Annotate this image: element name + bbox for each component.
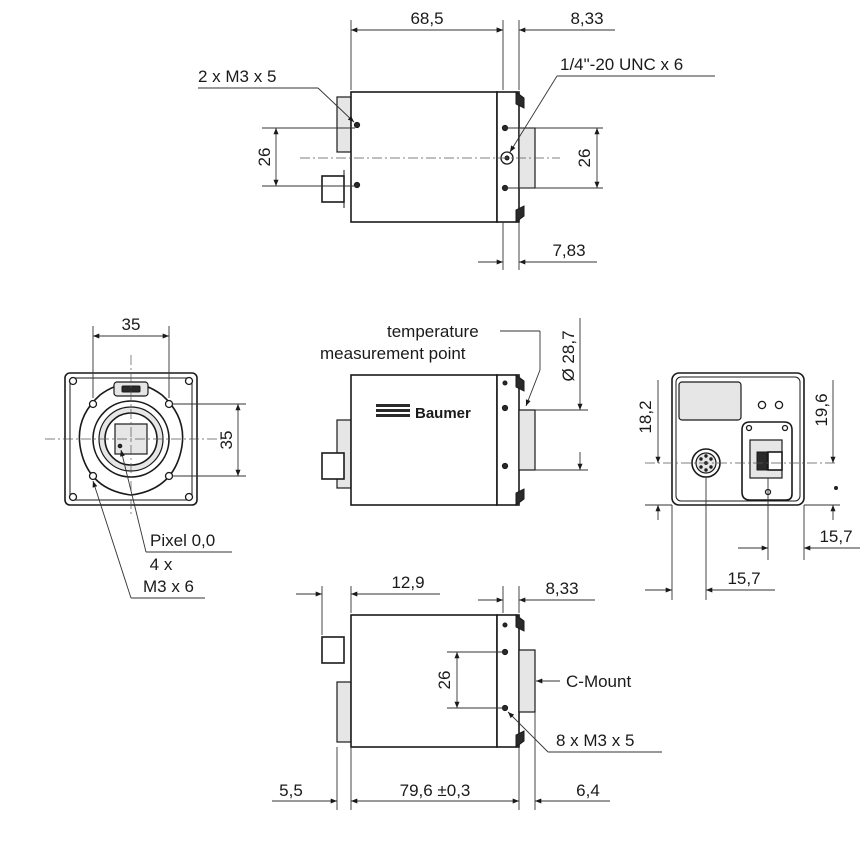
dim-top-rear-offset: 8,33 bbox=[570, 9, 603, 28]
front-view-hole bbox=[68, 376, 78, 386]
label-front-holes-count: 4 x bbox=[150, 555, 173, 574]
top-view: 68,5 8,33 2 x M3 x 5 1/4"-20 UNC x 6 26 … bbox=[198, 9, 715, 270]
status-led-icon bbox=[774, 400, 784, 410]
label-pixel-origin: Pixel 0,0 bbox=[150, 531, 215, 550]
bottom-view-lens-mount bbox=[518, 649, 536, 713]
label-top-mount-holes: 2 x M3 x 5 bbox=[198, 67, 276, 86]
front-view: 35 35 Pixel 0,0 4 x M3 x 6 bbox=[45, 315, 246, 599]
dim-top-front-offset: 7,83 bbox=[552, 241, 585, 260]
dim-bottom-lens-offset: 6,4 bbox=[576, 781, 600, 800]
top-view-hole bbox=[353, 121, 361, 129]
side-view-front-plate bbox=[496, 374, 520, 506]
dim-bottom-length: 79,6 ±0,3 bbox=[400, 781, 471, 800]
front-view-hole bbox=[184, 492, 194, 502]
dim-rear-height-1: 18,2 bbox=[636, 400, 655, 433]
dim-front-width: 35 bbox=[122, 315, 141, 334]
bottom-view-housing bbox=[350, 614, 498, 748]
dim-rear-height-2: 19,6 bbox=[812, 393, 831, 426]
dim-bottom-left-overhang: 5,5 bbox=[279, 781, 303, 800]
bottom-view-front-plate bbox=[496, 614, 520, 748]
brand-logo-text: Baumer bbox=[415, 405, 471, 422]
dim-front-height: 35 bbox=[217, 431, 236, 450]
side-view-lens-mount bbox=[518, 409, 536, 471]
dim-top-width: 68,5 bbox=[410, 9, 443, 28]
bottom-view-connector bbox=[321, 636, 345, 664]
dim-rear-offset-right: 15,7 bbox=[819, 527, 852, 546]
label-temp-2: measurement point bbox=[320, 344, 466, 363]
top-view-front-edge bbox=[515, 91, 525, 109]
dim-bottom-front-offset: 12,9 bbox=[391, 573, 424, 592]
top-view-housing bbox=[350, 91, 498, 223]
front-view-hole bbox=[68, 492, 78, 502]
top-view-mount-block bbox=[336, 96, 352, 153]
dim-top-left-spacing: 26 bbox=[255, 148, 274, 167]
label-tripod-thread: 1/4"-20 UNC x 6 bbox=[560, 55, 683, 74]
dim-bottom-rear-offset: 8,33 bbox=[545, 579, 578, 598]
dim-rear-offset-bottom: 15,7 bbox=[727, 569, 760, 588]
side-view-housing bbox=[350, 374, 498, 506]
rear-view: 18,2 19,6 15,7 15,7 bbox=[636, 372, 860, 600]
top-view-front-edge-lower bbox=[515, 205, 525, 223]
front-view-hole bbox=[184, 376, 194, 386]
rear-view-label-area bbox=[678, 381, 742, 421]
bottom-view-mount-block bbox=[336, 681, 352, 743]
top-view-hole bbox=[501, 184, 509, 192]
top-view-hole bbox=[353, 181, 361, 189]
top-view-hole bbox=[501, 124, 509, 132]
ethernet-jack-icon bbox=[756, 451, 768, 471]
top-view-connector bbox=[321, 175, 345, 203]
dim-top-right-spacing: 26 bbox=[575, 149, 594, 168]
label-temp-1: temperature bbox=[387, 322, 479, 341]
dim-lens-diameter: Ø 28,7 bbox=[559, 330, 578, 381]
label-c-mount: C-Mount bbox=[566, 672, 631, 691]
bottom-view: 12,9 8,33 26 C-Mount 8 x M3 x 5 5,5 79,6… bbox=[272, 573, 662, 810]
dim-bottom-spacing: 26 bbox=[435, 671, 454, 690]
side-view-connector bbox=[321, 452, 345, 480]
baumer-logo-icon bbox=[376, 404, 410, 417]
label-bottom-holes: 8 x M3 x 5 bbox=[556, 731, 634, 750]
side-view: Baumer temperature measurement point Ø 2… bbox=[320, 318, 588, 506]
pixel-origin-marker bbox=[117, 443, 123, 449]
label-front-holes-thread: M3 x 6 bbox=[143, 577, 194, 596]
status-led-icon bbox=[757, 400, 767, 410]
